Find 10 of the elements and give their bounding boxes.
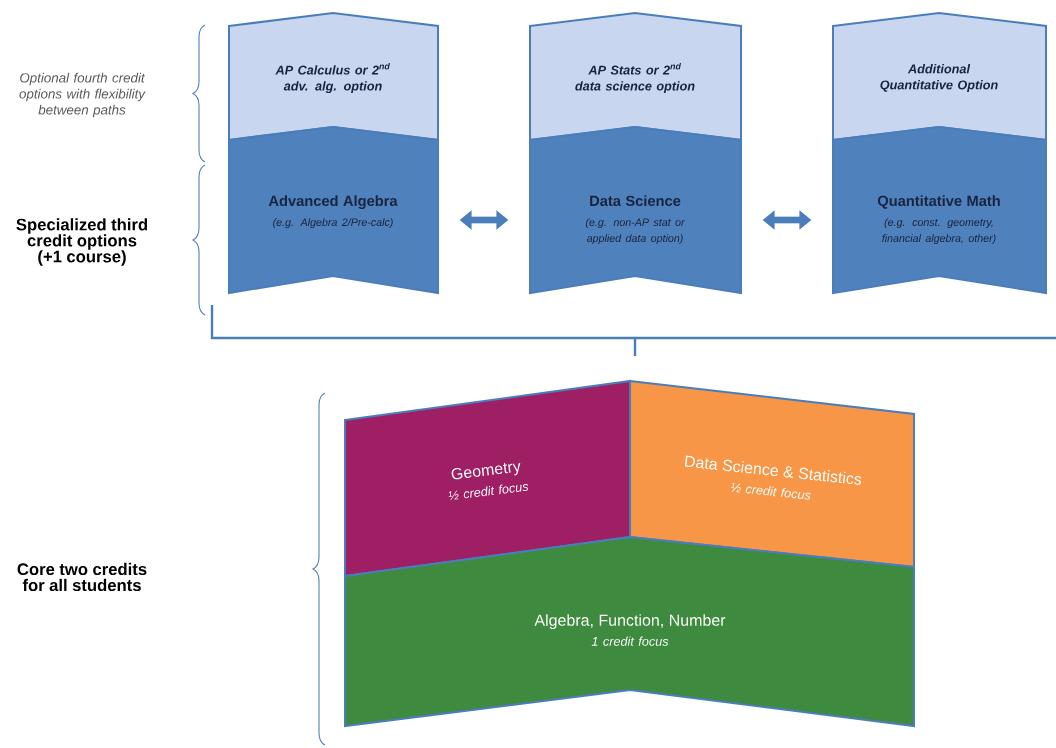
side-label: Core two credits for all students [17, 562, 147, 592]
banner-panel: Data Science (e.g. non-AP stat or applied data option) [529, 126, 742, 295]
banner-panel: Advanced Algebra (e.g. Algebra 2/Pre-calc) [228, 126, 439, 295]
banner-panel: Additional Quantitative Option [832, 12, 1047, 142]
banner-panel: Quantitative Math (e.g. const. geometry, financial algebra, other) [832, 126, 1047, 295]
side-label: Specialized third credit options (+1 course) [16, 218, 147, 266]
banner-panel: Algebra, Function, Number 1 credit focus [344, 536, 915, 728]
banner-panel: AP Stats or 2$^{nd}$ data science option [529, 12, 742, 142]
banner-panel: AP Calculus or 2$^{nd}$ adv. alg. option [228, 12, 439, 142]
side-label: Optional fourth credit options with flexibility between paths [19, 72, 146, 118]
